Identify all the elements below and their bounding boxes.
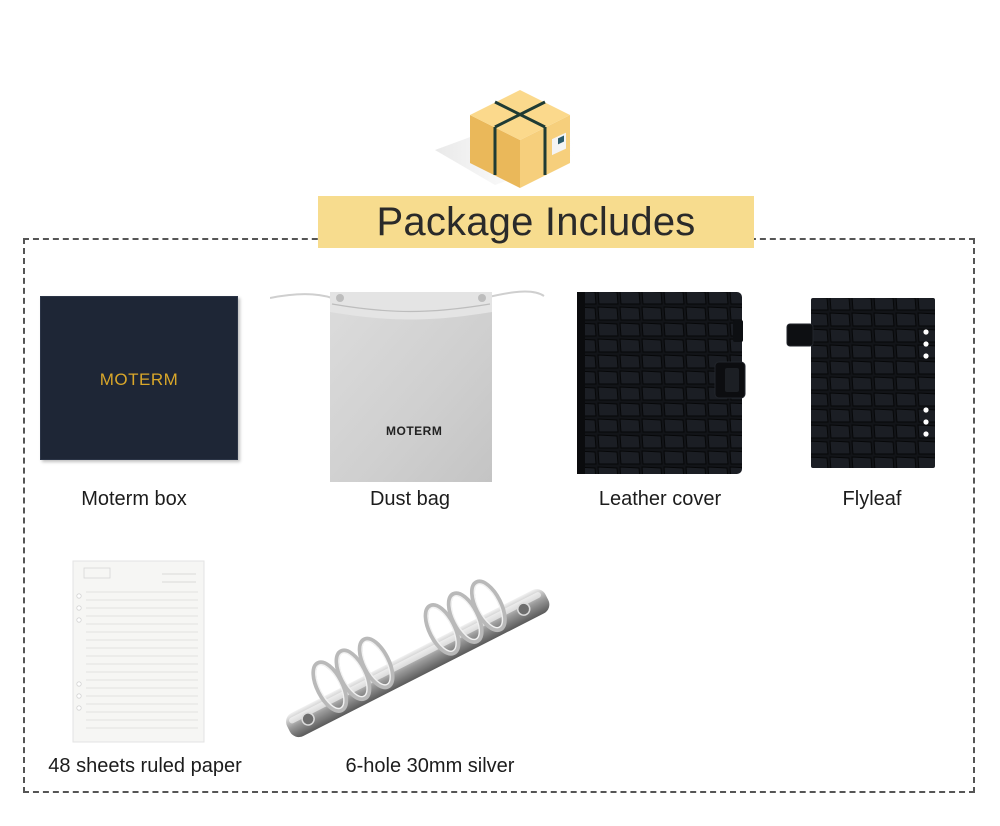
package-box-icon: [435, 90, 590, 188]
title-banner: Package Includes: [318, 196, 754, 248]
item-caption-leather-cover: Leather cover: [598, 488, 722, 510]
item-caption-ruled-paper: 48 sheets ruled paper: [48, 755, 242, 777]
dust-bag-logo: MOTERM: [386, 424, 443, 438]
page-title: Package Includes: [376, 199, 696, 244]
ruled-paper-image: [72, 560, 205, 743]
item-caption-dust-bag: Dust bag: [369, 488, 451, 510]
item-caption-ring-binder: 6-hole 30mm silver: [345, 755, 515, 777]
item-caption-moterm-box: Moterm box: [81, 488, 187, 510]
leather-cover-image: [577, 292, 746, 474]
item-caption-flyleaf: Flyleaf: [842, 488, 902, 510]
moterm-box-image: MOTERM: [40, 296, 238, 460]
dust-bag-image: [270, 290, 545, 482]
flyleaf-image: [786, 298, 935, 468]
ring-binder-image: [286, 579, 550, 738]
moterm-box-logo: MOTERM: [99, 370, 179, 389]
